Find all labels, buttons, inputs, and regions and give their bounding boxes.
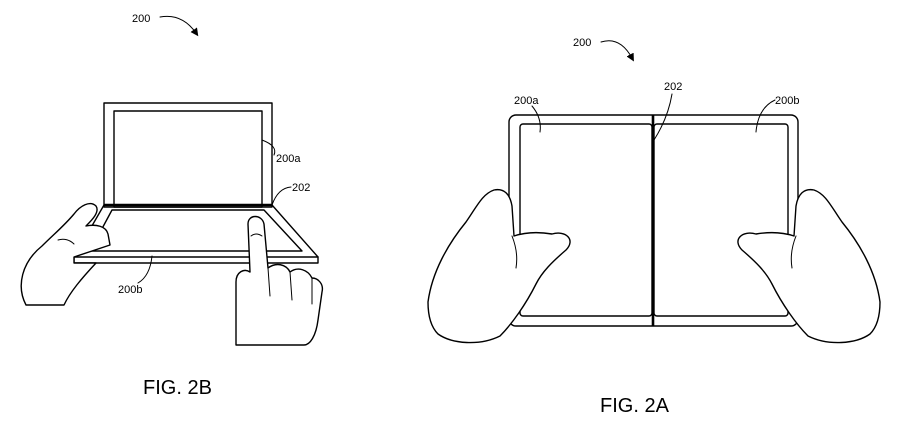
fig2b-base-edge bbox=[74, 257, 318, 263]
fig2a-label-200b: 200b bbox=[775, 95, 799, 107]
fig2b-label-200b: 200b bbox=[118, 284, 142, 296]
figure-2a: 200 200a 202 200b FIG. 2A bbox=[428, 37, 880, 417]
fig2b-label-200: 200 bbox=[132, 13, 150, 25]
fig2b-lid-inner bbox=[114, 111, 262, 207]
fig2a-label-202: 202 bbox=[664, 81, 682, 93]
fig2b-arrow-200 bbox=[160, 16, 196, 33]
fig2a-leader-202 bbox=[654, 94, 672, 140]
fig2b-leader-200b bbox=[138, 256, 152, 283]
fig2b-leader-202 bbox=[272, 187, 291, 205]
fig2b-label-202: 202 bbox=[292, 182, 310, 194]
fig2b-caption: FIG. 2B bbox=[143, 377, 212, 399]
fig2b-lower-screen bbox=[74, 205, 318, 263]
fig2a-left-hand bbox=[428, 190, 570, 343]
fig2a-device bbox=[509, 115, 798, 326]
fig2b-upper-screen bbox=[104, 103, 272, 207]
fig2b-leader-200a bbox=[262, 140, 275, 155]
fig2b-base-inner bbox=[90, 210, 302, 251]
fig2a-leader-200a bbox=[532, 106, 540, 132]
fig2a-label-200: 200 bbox=[573, 37, 591, 49]
fig2a-arrow-200 bbox=[601, 41, 632, 58]
fig2a-caption: FIG. 2A bbox=[600, 395, 670, 417]
fig2a-leader-200b bbox=[756, 100, 775, 132]
fig2a-label-200a: 200a bbox=[514, 95, 539, 107]
fig2a-right-hand bbox=[738, 190, 880, 343]
fig2a-right-screen bbox=[654, 124, 788, 316]
fig2b-lid-outer bbox=[104, 103, 272, 207]
fig2b-label-200a: 200a bbox=[276, 153, 301, 165]
fig2a-left-screen bbox=[520, 124, 652, 316]
figure-2b: 200 200a 202 200b FIG. 2B bbox=[21, 13, 322, 399]
fig2b-right-hand bbox=[236, 217, 322, 346]
